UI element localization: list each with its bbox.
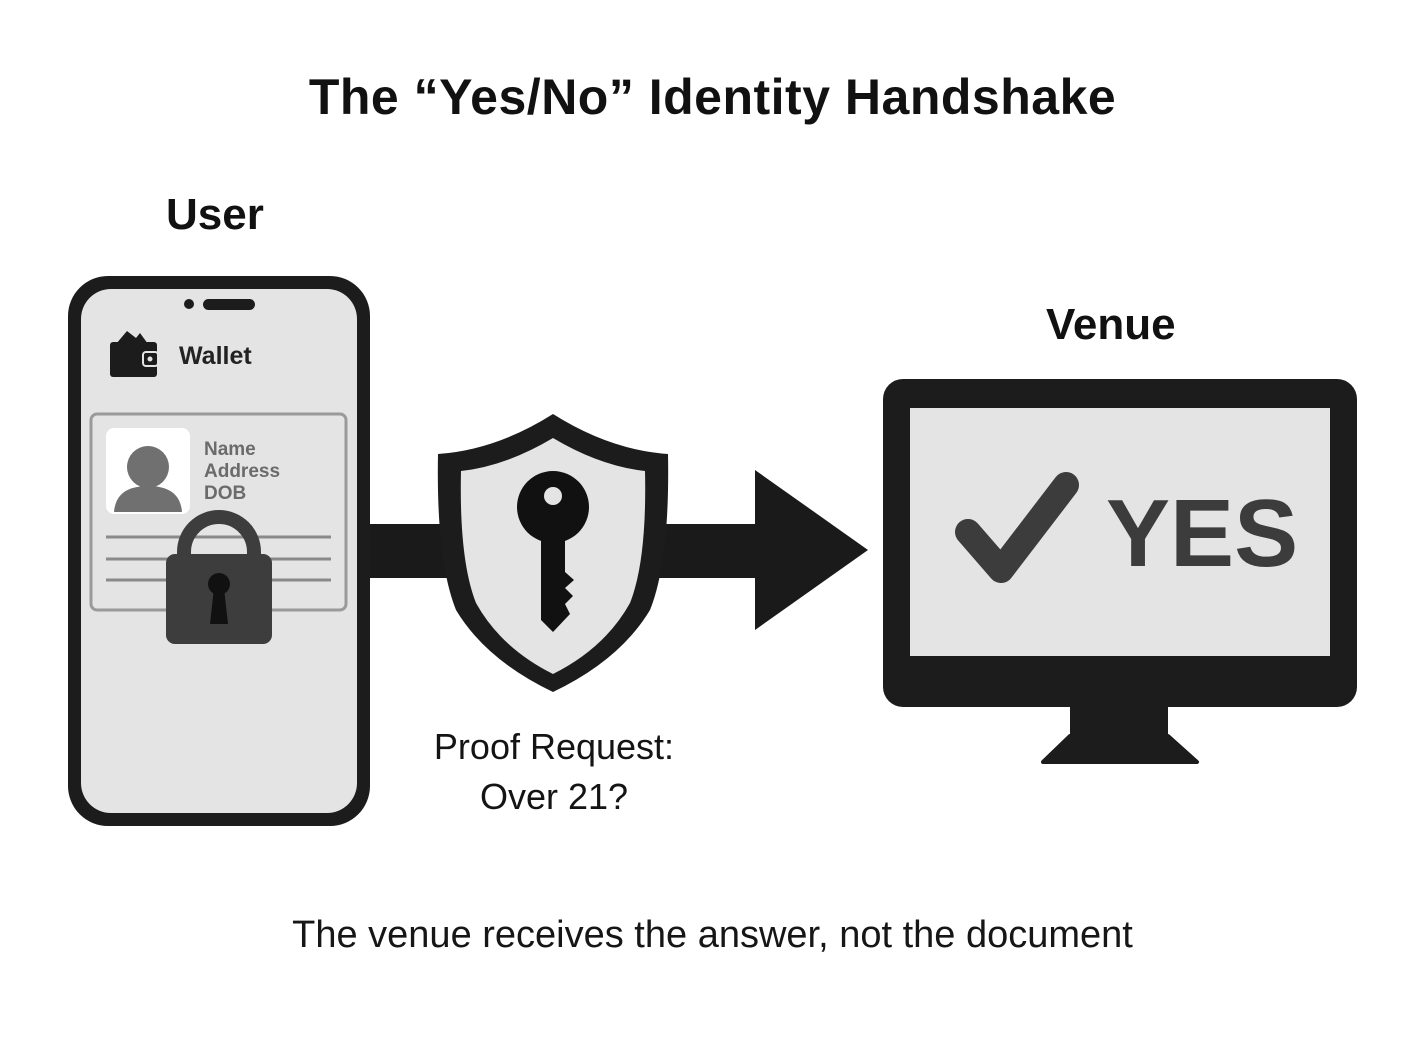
- phone-speaker: [203, 299, 255, 310]
- phone-camera: [184, 299, 194, 309]
- venue-label: Venue: [1046, 300, 1176, 349]
- id-field-address: Address: [204, 461, 280, 482]
- caption: The venue receives the answer, not the d…: [292, 914, 1133, 956]
- key-icon: [517, 471, 589, 632]
- wallet-icon: [110, 331, 159, 377]
- proof-request: Proof Request: Over 21?: [354, 722, 754, 822]
- user-label: User: [166, 190, 264, 239]
- wallet-label: Wallet: [179, 342, 252, 370]
- padlock-icon: [166, 510, 272, 644]
- diagram-title: The “Yes/No” Identity Handshake: [308, 69, 1117, 125]
- proof-request-line2: Over 21?: [479, 776, 629, 817]
- checkmark-icon: [955, 472, 1079, 583]
- person-avatar-icon: [114, 446, 182, 512]
- venue-result: YES: [1106, 480, 1298, 587]
- id-field-dob: DOB: [204, 483, 246, 504]
- id-field-name: Name: [204, 439, 256, 460]
- proof-request-line1: Proof Request:: [433, 726, 675, 767]
